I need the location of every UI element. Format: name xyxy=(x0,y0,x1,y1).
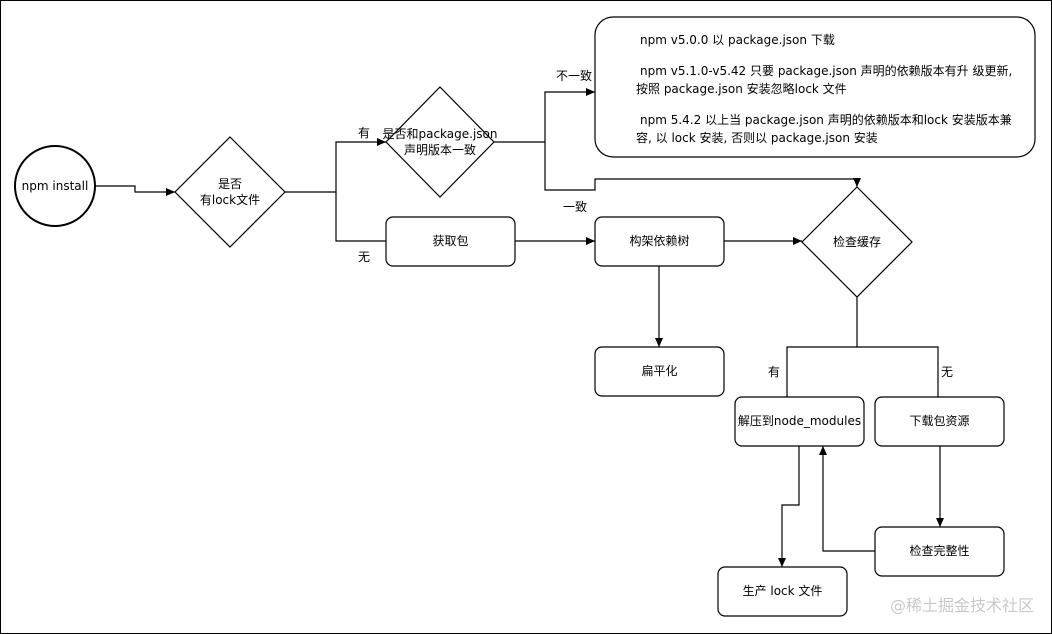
edge-cache-branch xyxy=(786,297,858,397)
edge-label-mismatch: 不一致 xyxy=(556,69,593,83)
note-line-3b: 容, 以 lock 安装, 否则以 package.json 安装 xyxy=(636,131,878,145)
has-lock-label-1: 是否 xyxy=(217,177,242,191)
version-match-label-2: 声明版本一致 xyxy=(403,143,476,157)
edge-integrity-to-unzip xyxy=(819,446,875,552)
build-tree-label: 构架依赖树 xyxy=(629,234,690,248)
edge-haslock-yes xyxy=(285,138,386,193)
edge-label-cache-none: 无 xyxy=(941,365,954,379)
npm-install-label: npm install xyxy=(21,179,89,193)
download-label: 下载包资源 xyxy=(909,414,970,428)
note-line-2b: 按照 package.json 安装忽略lock 文件 xyxy=(636,82,847,96)
unzip-label: 解压到node_modules xyxy=(737,414,862,428)
flatten-label: 扁平化 xyxy=(641,364,678,378)
version-match-decision xyxy=(385,86,495,198)
edge-match-to-note xyxy=(494,88,595,143)
version-match-label-1: 是否和package.json xyxy=(382,127,498,141)
check-integrity-label: 检查完整性 xyxy=(909,544,970,558)
note-line-1: npm v5.0.0 以 package.json 下载 xyxy=(640,33,835,47)
generate-lock-label: 生产 lock 文件 xyxy=(742,584,823,598)
edge-match-to-cache xyxy=(544,142,861,191)
edge-label-has: 有 xyxy=(358,126,371,140)
has-lock-label-2: 有lock文件 xyxy=(199,193,261,207)
version-note-box xyxy=(594,16,1036,158)
edge-label-match: 一致 xyxy=(563,200,588,214)
edge-cache-no xyxy=(857,346,939,397)
edge-unzip-to-lock xyxy=(778,446,800,567)
check-cache-label: 检查缓存 xyxy=(832,235,881,249)
has-lock-decision xyxy=(174,136,286,248)
watermark: @稀土掘金技术社区 xyxy=(889,596,1034,615)
edge-install-to-haslock xyxy=(95,185,175,196)
note-line-3a: npm 5.4.2 以上当 package.json 声明的依赖版本和lock … xyxy=(640,113,1012,127)
edge-label-cache-has: 有 xyxy=(768,365,781,379)
note-line-2a: npm v5.1.0-v5.42 只要 package.json 声明的依赖版本… xyxy=(640,64,1013,78)
fetch-package-label: 获取包 xyxy=(432,234,469,248)
edge-label-none: 无 xyxy=(358,250,371,264)
edge-haslock-no xyxy=(335,192,386,242)
